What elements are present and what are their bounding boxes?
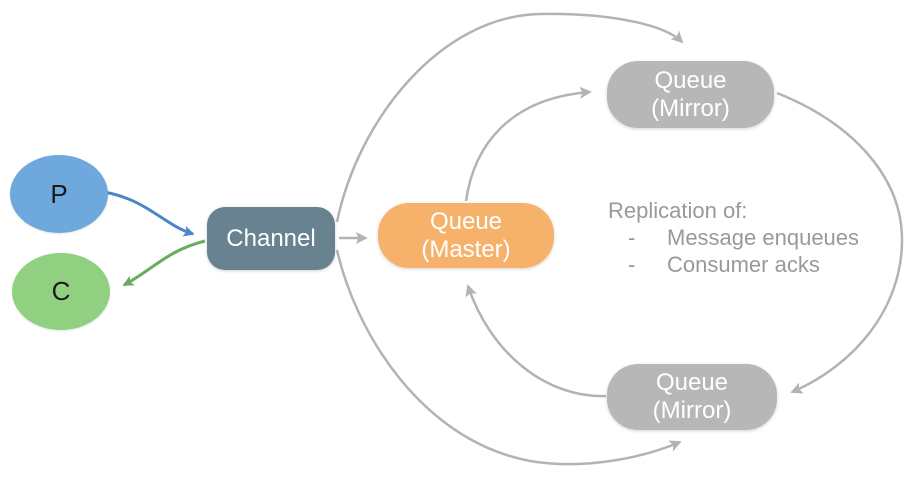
edge-channel-to-consumer: [122, 239, 206, 287]
edge-channel-to-queue-mirror-bottom: [335, 249, 682, 466]
bullet-dash: -: [628, 225, 636, 250]
channel-label: Channel: [226, 224, 316, 252]
node-producer: P: [10, 155, 108, 233]
replication-annotation-title: Replication of:: [608, 198, 748, 223]
queue-mirror-top-label-line1: Queue: [654, 66, 727, 94]
queue-mirror-top-label-line2: (Mirror): [651, 94, 730, 122]
bullet-text: Consumer acks: [667, 252, 820, 277]
edge-queue-mirror-top-to-queue-mirror-bottom: [776, 91, 904, 394]
replication-annotation-item: - Message enqueues: [608, 224, 908, 251]
edge-queue-mirror-bottom-to-queue-master: [465, 284, 607, 398]
queue-mirror-bottom-label-line2: (Mirror): [652, 397, 732, 424]
edge-queue-master-to-queue-mirror-top: [464, 86, 592, 202]
edge-producer-to-channel: [103, 190, 195, 237]
node-queue-mirror-top: Queue (Mirror): [607, 61, 774, 128]
producer-label: P: [50, 178, 68, 209]
queue-master-label-line1: Queue: [429, 207, 503, 235]
replication-annotation-item: - Consumer acks: [608, 251, 908, 278]
node-queue-master: Queue (Master): [378, 203, 554, 268]
replication-annotation: Replication of: - Message enqueues - Con…: [608, 197, 908, 278]
node-channel: Channel: [207, 207, 335, 270]
bullet-dash: -: [628, 252, 636, 277]
consumer-label: C: [51, 276, 71, 306]
node-consumer: C: [12, 253, 110, 330]
edge-channel-to-queue-mirror-top: [335, 12, 684, 223]
queue-master-label-line2: (Master): [421, 235, 511, 263]
bullet-text: Message enqueues: [667, 225, 860, 250]
node-queue-mirror-bottom: Queue (Mirror): [607, 364, 777, 430]
queue-mirror-bottom-label-line1: Queue: [655, 369, 729, 396]
